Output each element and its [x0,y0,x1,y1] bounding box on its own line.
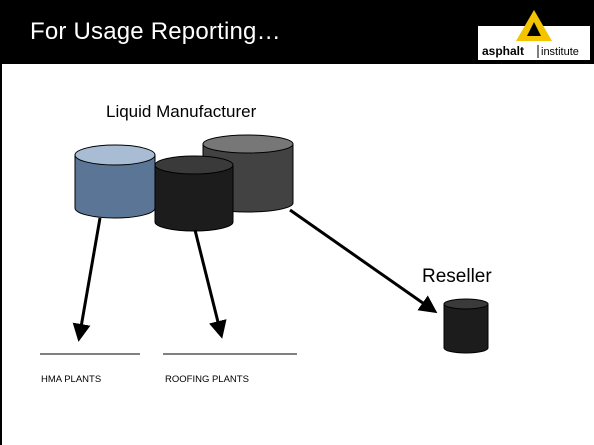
logo-triangle-inner-icon [527,22,541,36]
tank-reseller [443,298,489,354]
source-label: Liquid Manufacturer [106,102,257,121]
slide-title: For Usage Reporting… [30,18,281,45]
logo-text-institute: institute [541,46,579,58]
tank-blue [74,144,156,219]
arrow-to-roofing-plants [193,229,227,339]
tank-black [154,155,234,232]
arrow-to-reseller [289,208,438,314]
slide-header: For Usage Reporting… asphalt institute [0,0,594,64]
reseller-label: Reseller [422,266,492,287]
roofing-plants-label: ROOFING PLANTS [165,374,249,385]
slide-left-rule [0,64,2,445]
asphalt-institute-logo: asphalt institute [478,10,590,60]
arrow-to-hma-plants [72,217,102,342]
hma-plants-label: HMA PLANTS [41,374,101,385]
logo-text-asphalt: asphalt [482,44,524,58]
